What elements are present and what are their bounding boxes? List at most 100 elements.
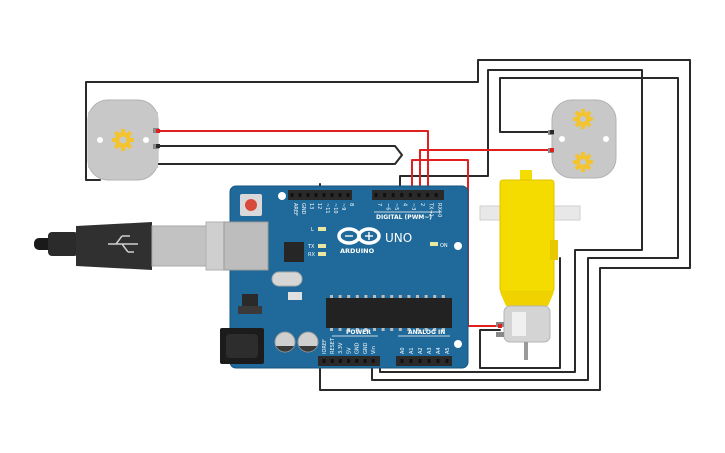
status-leds: L TX RX ON: [307, 227, 448, 258]
wire-red-left-motor[interactable]: [157, 130, 429, 191]
header-socket[interactable]: [383, 193, 387, 197]
digital-header: [288, 190, 444, 200]
usb-icon: [108, 235, 138, 253]
header-socket[interactable]: [400, 193, 404, 197]
atmega-microcontroller: [326, 295, 452, 331]
digital-pin-label: 13: [308, 203, 314, 209]
power-pin-label: Vin: [371, 346, 377, 354]
analog-pin-label: A3: [427, 347, 433, 354]
header-socket[interactable]: [346, 193, 350, 197]
digital-pin-label: 8: [348, 203, 354, 206]
on-led: [430, 242, 438, 246]
digital-pin-label: ~10: [332, 203, 338, 214]
wire-black-geared-lower[interactable]: [479, 257, 561, 369]
digital-pin-label: GND: [300, 203, 306, 215]
header-socket[interactable]: [408, 193, 412, 197]
header-socket[interactable]: [445, 359, 449, 363]
capacitor-icon: [297, 331, 319, 353]
mounting-hole-icon: [278, 192, 286, 200]
dc-motor-right[interactable]: [548, 99, 617, 179]
wire-black-left-motor-outer[interactable]: [85, 59, 691, 391]
wire-black-left-motor-inner[interactable]: [157, 145, 403, 165]
digital-pin-label: AREF: [292, 203, 298, 216]
header-socket[interactable]: [330, 359, 334, 363]
header-socket[interactable]: [371, 359, 375, 363]
capacitor-icon: [274, 331, 296, 353]
digital-pin-label: 2: [419, 203, 425, 206]
header-socket[interactable]: [322, 193, 326, 197]
header-socket[interactable]: [391, 193, 395, 197]
wire-red-right-motor[interactable]: [419, 149, 553, 191]
digital-pin-label: ~3: [410, 203, 416, 210]
header-socket[interactable]: [330, 193, 334, 197]
geared-dc-motor[interactable]: [479, 170, 581, 360]
gear-icon: [573, 109, 593, 129]
header-socket[interactable]: [374, 193, 378, 197]
power-pin-label: RESET: [330, 337, 336, 354]
led-l-label: L: [311, 227, 314, 233]
header-socket[interactable]: [417, 193, 421, 197]
header-socket[interactable]: [338, 359, 342, 363]
analog-header-label: ANALOG IN: [408, 329, 445, 336]
power-pin-label: GND: [355, 342, 361, 354]
digital-header-label: DIGITAL (PWM~): [376, 214, 432, 221]
header-socket[interactable]: [355, 359, 359, 363]
dc-motor-left[interactable]: [87, 99, 159, 181]
power-pin-label: 5V: [346, 347, 352, 354]
power-header-label: POWER: [346, 329, 371, 336]
header-socket[interactable]: [314, 193, 318, 197]
analog-pin-label: A5: [445, 347, 451, 354]
digital-pin-label: 7: [376, 203, 382, 206]
header-socket[interactable]: [338, 193, 342, 197]
arduino-infinity-logo-icon: [337, 227, 381, 245]
header-socket[interactable]: [322, 359, 326, 363]
gear-icon: [112, 129, 134, 151]
led-tx-label: TX: [307, 244, 315, 250]
header-socket[interactable]: [400, 359, 404, 363]
header-socket[interactable]: [298, 193, 302, 197]
power-pin-label: IOREF: [322, 339, 328, 354]
digital-pin-label: RX←0: [436, 203, 442, 217]
fuse: [288, 292, 302, 300]
wire-black-geared-motor[interactable]: [399, 91, 489, 191]
analog-pin-label: A4: [436, 347, 442, 354]
power-header: [318, 356, 380, 366]
motor-shaft: [524, 342, 528, 360]
dc-power-jack: [220, 328, 264, 364]
wire-red-geared-motor[interactable]: [411, 159, 501, 327]
header-socket[interactable]: [434, 193, 438, 197]
header-socket[interactable]: [290, 193, 294, 197]
mounting-hole-icon: [454, 340, 462, 348]
digital-pin-label: 4: [402, 203, 408, 206]
reset-button-cap-icon[interactable]: [245, 199, 257, 211]
header-socket[interactable]: [426, 193, 430, 197]
model-label: UNO: [385, 231, 412, 245]
wire-black-right-motor-loop[interactable]: [371, 77, 679, 381]
on-led-label: ON: [440, 243, 448, 249]
header-socket[interactable]: [306, 193, 310, 197]
power-pin-label: GND: [363, 342, 369, 354]
digital-pin-label: ~11: [324, 203, 330, 214]
led-rx-label: RX: [308, 252, 315, 258]
wire-black-route-top[interactable]: [379, 69, 643, 373]
header-socket[interactable]: [363, 359, 367, 363]
brand-label: ARDUINO: [340, 247, 375, 255]
header-socket[interactable]: [418, 359, 422, 363]
gear-icon: [573, 152, 593, 172]
crystal: [271, 271, 303, 287]
wire-end-caps: [156, 129, 554, 328]
digital-pin-label: 12: [316, 203, 322, 209]
header-socket[interactable]: [427, 359, 431, 363]
motor-can: [503, 305, 551, 343]
analog-header: [396, 356, 452, 366]
header-socket[interactable]: [409, 359, 413, 363]
header-socket[interactable]: [436, 359, 440, 363]
digital-pin-label: ~6: [384, 203, 390, 210]
digital-pin-label: TX→1: [427, 202, 433, 217]
header-socket[interactable]: [347, 359, 351, 363]
analog-pin-label: A1: [409, 347, 415, 354]
